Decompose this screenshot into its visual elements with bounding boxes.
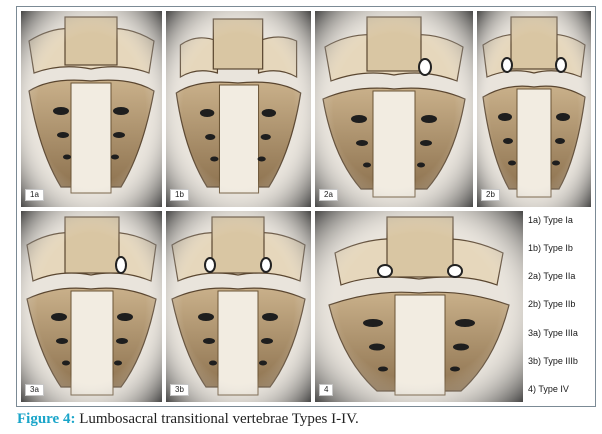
panel-2a: 2a (315, 11, 473, 207)
legend-item: 3b) Type IIIb (528, 356, 578, 366)
panel-label: 3b (170, 384, 189, 396)
legend-item: 3a) Type IIIa (528, 328, 578, 338)
panel-label: 1b (170, 189, 189, 201)
vertebrae-illustration-2b (477, 11, 591, 207)
vertebrae-illustration-4 (315, 211, 523, 402)
panel-3a: 3a (21, 211, 162, 402)
panel-4: 4 (315, 211, 523, 402)
vertebrae-illustration-2a (315, 11, 473, 207)
panel-3b: 3b (166, 211, 311, 402)
vertebrae-illustration-1b (166, 11, 311, 207)
legend-item: 2b) Type IIb (528, 299, 575, 309)
panel-label: 4 (319, 384, 333, 396)
panel-1a: 1a (21, 11, 162, 207)
panel-2b: 2b (477, 11, 591, 207)
legend-item: 4) Type IV (528, 384, 569, 394)
panel-1b: 1b (166, 11, 311, 207)
panel-label: 2a (319, 189, 338, 201)
legend-item: 2a) Type IIa (528, 271, 575, 281)
panel-label: 2b (481, 189, 500, 201)
vertebrae-illustration-1a (21, 11, 162, 207)
vertebrae-illustration-3b (166, 211, 311, 402)
vertebrae-illustration-3a (21, 211, 162, 402)
figure-frame: 1a 1b (16, 6, 596, 407)
panel-label: 1a (25, 189, 44, 201)
caption-text: Lumbosacral transitional vertebrae Types… (75, 411, 358, 427)
figure-number: Figure 4: (17, 411, 75, 427)
legend-item: 1a) Type Ia (528, 215, 573, 225)
figure-caption: Figure 4: Lumbosacral transitional verte… (17, 411, 359, 428)
panel-label: 3a (25, 384, 44, 396)
legend-item: 1b) Type Ib (528, 243, 573, 253)
